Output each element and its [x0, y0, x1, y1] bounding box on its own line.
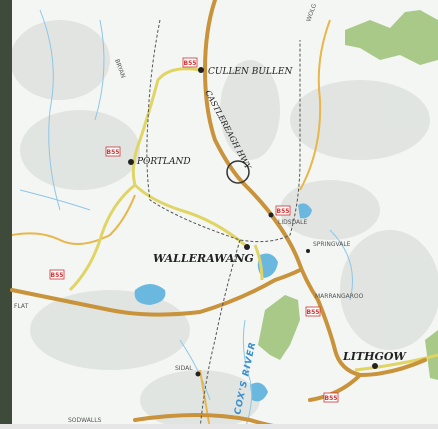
map-left-edge	[0, 0, 12, 429]
secondary-roads	[68, 67, 438, 372]
label-cullen-bullen: CULLEN BULLEN	[208, 67, 293, 77]
shield-b55-1: B55	[184, 60, 197, 67]
lithgow-marker	[372, 363, 378, 369]
springvale-marker	[306, 249, 310, 253]
label-lidsdale: LIDSDALE	[278, 219, 308, 226]
sidal-marker	[195, 371, 201, 377]
highlight-circle	[226, 160, 250, 184]
shield-b55-2: B55	[107, 149, 120, 156]
cullen-bullen-marker	[198, 67, 204, 73]
route-shields: B55 B55 B55 B55 B55 B55	[49, 57, 339, 403]
label-lithgow: LITHGOW	[342, 350, 407, 363]
label-portland: PORTLAND	[136, 157, 191, 167]
portland-marker	[128, 159, 134, 165]
water-bodies	[134, 203, 312, 402]
national-park	[258, 10, 438, 380]
shield-b55-3: B55	[277, 208, 290, 215]
streams	[19, 9, 353, 429]
shield-b55-4: B55	[51, 272, 64, 279]
shield-b55-5: B55	[307, 309, 320, 316]
label-flat: FLAT	[14, 303, 29, 310]
shield-b55-6: B55	[325, 395, 338, 402]
railway	[146, 19, 301, 429]
label-sodwalls: SODWALLS	[68, 417, 102, 424]
label-marrangaroo: MARRANGAROO	[315, 293, 364, 300]
wallerawang-marker	[244, 244, 250, 250]
label-wallerawang: WALLERAWANG	[153, 252, 254, 265]
map-bottom-edge	[0, 424, 438, 429]
label-springvale: SPRINGVALE	[313, 241, 351, 248]
label-sidal: SIDAL	[175, 365, 193, 372]
town-markers	[128, 67, 378, 377]
lidsdale-marker	[268, 212, 274, 218]
terrain-shading	[10, 20, 438, 429]
